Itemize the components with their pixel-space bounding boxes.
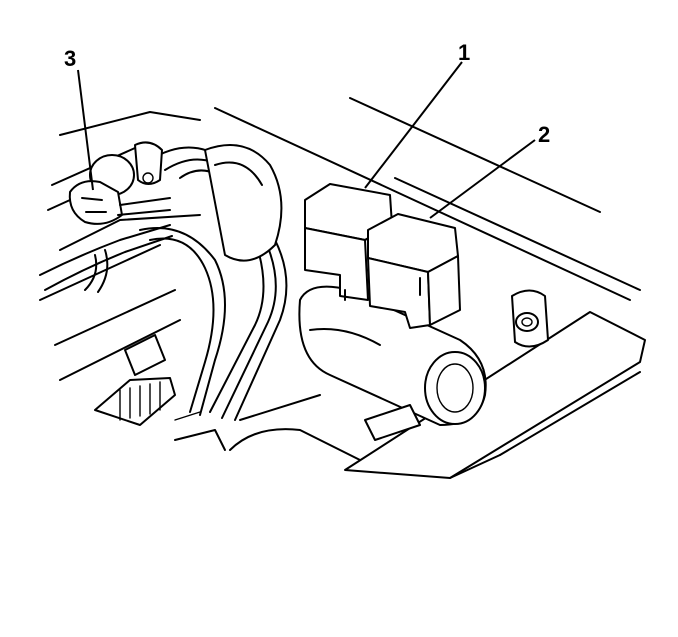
leader-line-1 [364,61,463,189]
mounting-bolt [511,289,549,348]
relay-2 [367,213,461,329]
lower-engine-outline [39,214,361,461]
leader-line-2 [429,139,536,219]
harness-connector-comb [94,334,176,426]
intake-housing [298,285,487,441]
callout-3: 3 [64,46,76,71]
right-bracket [344,311,646,479]
sensor-connector [68,141,171,225]
round-component [204,144,283,262]
callout-1: 1 [458,40,470,65]
wiring-harness [39,224,173,293]
leader-line-3 [77,69,94,191]
callout-2: 2 [538,122,550,147]
